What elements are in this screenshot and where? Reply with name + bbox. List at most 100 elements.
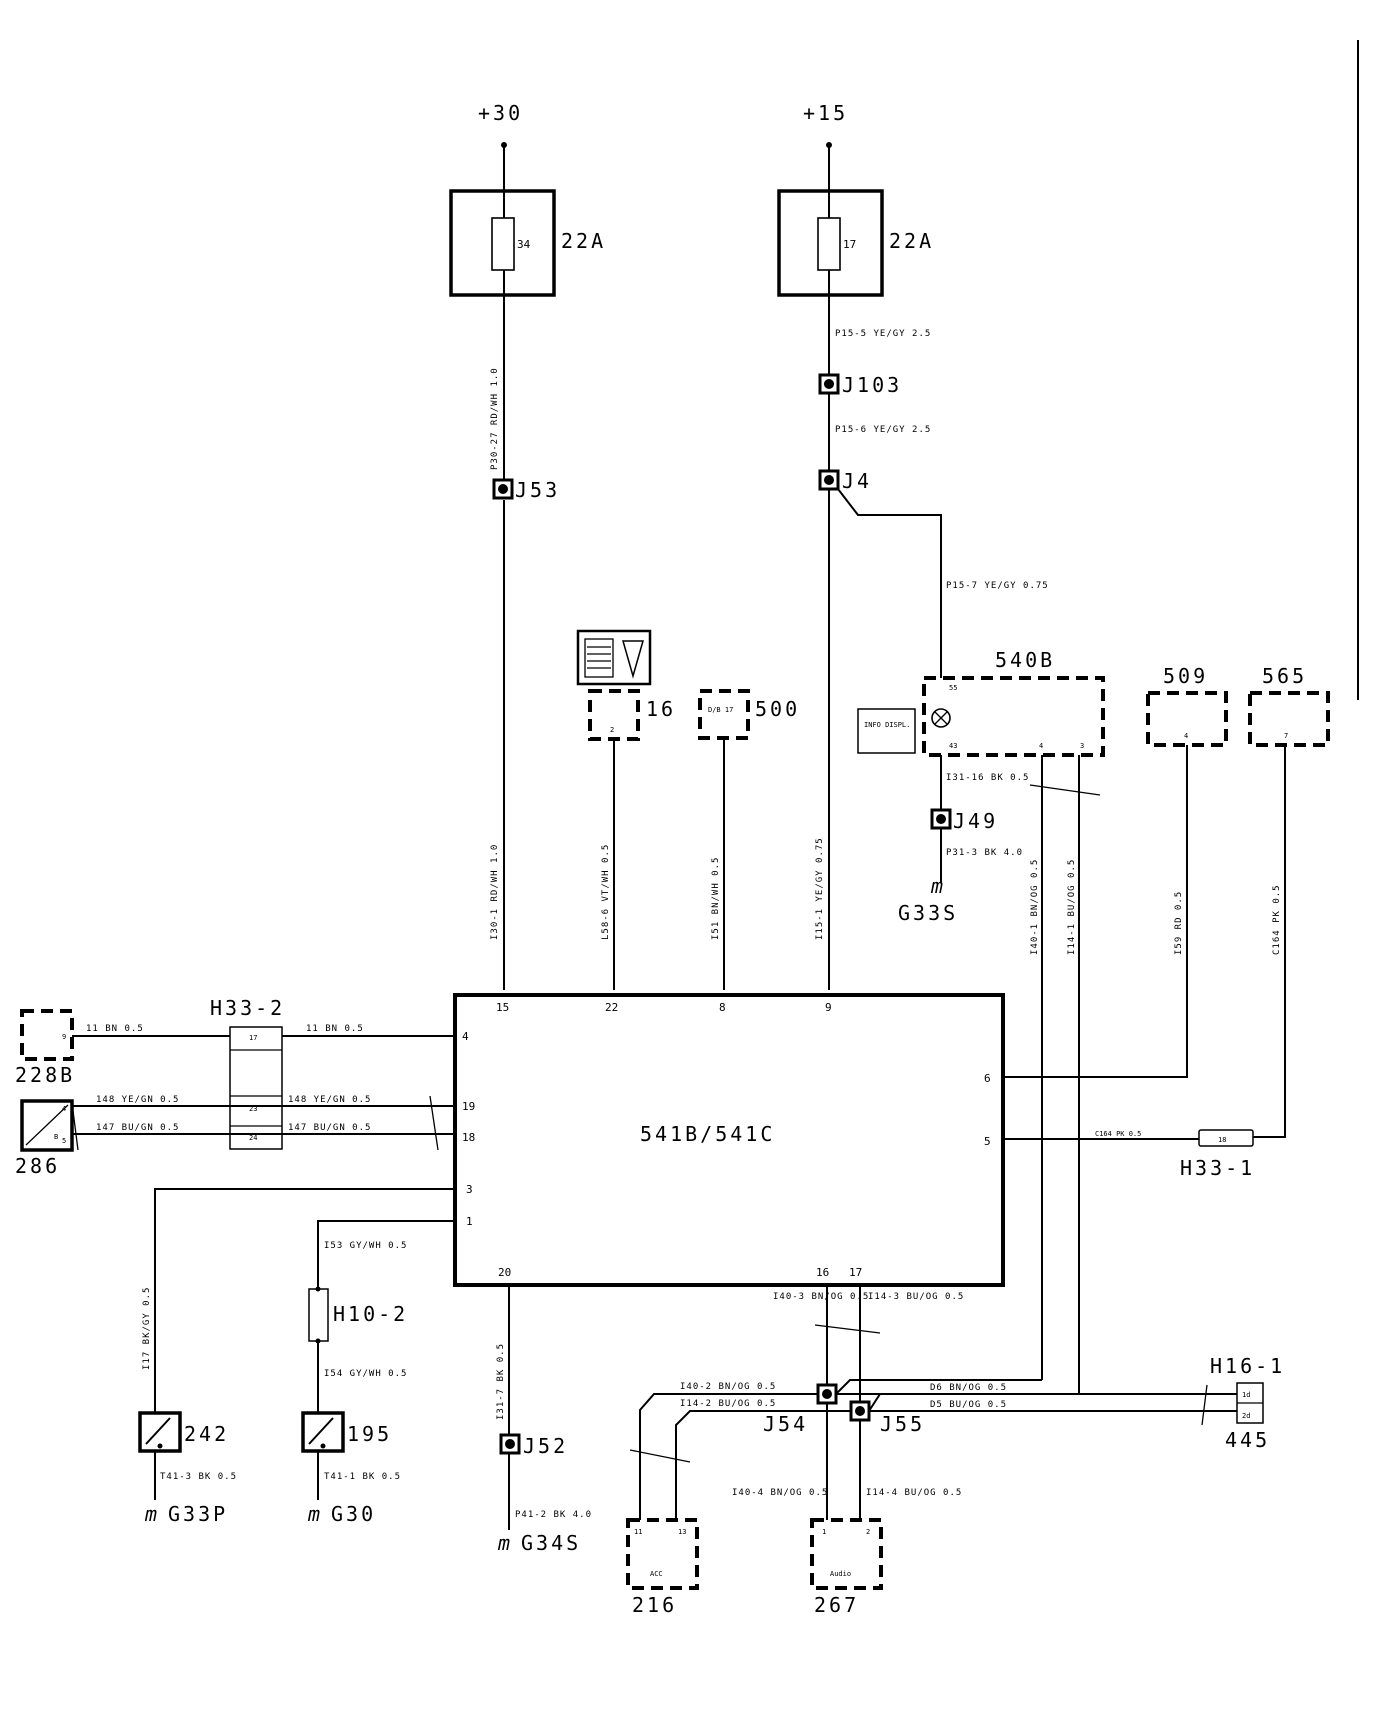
connector-h33-1-label: H33-1 xyxy=(1180,1156,1255,1180)
wire-label-c164: C164 PK 0.5 xyxy=(1272,884,1282,955)
splice-j49-label: J49 xyxy=(953,809,998,833)
wire-label-i40-3: I40-3 BN/OG 0.5 xyxy=(773,1292,869,1302)
fuse-left xyxy=(491,217,515,271)
svg-text:17: 17 xyxy=(849,1266,862,1279)
svg-text:4: 4 xyxy=(1184,732,1188,740)
component-445: H16-1 1d 2d 445 xyxy=(1210,1354,1285,1452)
connector-h10-2: H10-2 xyxy=(308,1286,408,1344)
supply-label-15: +15 xyxy=(803,101,848,125)
component-500-label: 500 xyxy=(755,697,800,721)
svg-text:22: 22 xyxy=(605,1001,618,1014)
component-228b: 9 228B xyxy=(15,1009,74,1087)
svg-text:20: 20 xyxy=(498,1266,511,1279)
ground-symbol-g34s: m xyxy=(497,1531,513,1555)
component-267-name: Audio xyxy=(830,1570,851,1578)
svg-text:7: 7 xyxy=(1284,732,1288,740)
svg-text:4: 4 xyxy=(462,1030,469,1043)
svg-text:18: 18 xyxy=(462,1131,475,1144)
component-509: 509 4 xyxy=(1146,664,1228,747)
svg-text:8: 8 xyxy=(719,1001,726,1014)
svg-text:9: 9 xyxy=(62,1033,66,1041)
svg-text:D/B 17: D/B 17 xyxy=(708,706,733,714)
svg-text:16: 16 xyxy=(816,1266,829,1279)
wire-label-147b: 147 BU/GN 0.5 xyxy=(288,1123,371,1133)
supply-label-30: +30 xyxy=(478,101,523,125)
ground-symbol-g30: m xyxy=(307,1502,323,1526)
splice-j55-label: J55 xyxy=(880,1412,925,1436)
splice-j4-label: J4 xyxy=(842,469,872,493)
wire-c164 xyxy=(1253,745,1286,1138)
svg-text:1d: 1d xyxy=(1242,1391,1250,1399)
splice-j53-label: J53 xyxy=(515,478,560,502)
splice-j54-label: J54 xyxy=(763,1412,808,1436)
ground-g33s-label: G33S xyxy=(898,901,958,925)
wire-label-p30-27: P30-27 RD/WH 1.0 xyxy=(490,367,500,470)
splice-j103-label: J103 xyxy=(842,373,902,397)
wire-p15-7 xyxy=(837,488,942,700)
wire-label-i31-16: I31-16 BK 0.5 xyxy=(946,773,1029,783)
svg-text:3: 3 xyxy=(466,1183,473,1196)
svg-text:6: 6 xyxy=(984,1072,991,1085)
wire-label-11b: 11 BN 0.5 xyxy=(306,1024,364,1034)
component-500: D/B 17 500 xyxy=(698,689,800,740)
svg-text:18: 18 xyxy=(1218,1136,1226,1144)
svg-text:1: 1 xyxy=(822,1528,826,1536)
svg-text:2d: 2d xyxy=(1242,1412,1250,1420)
fuse-left-rating: 22A xyxy=(561,229,606,253)
wire-label-d6: D6 BN/OG 0.5 xyxy=(930,1383,1007,1393)
wire-label-p15-6: P15-6 YE/GY 2.5 xyxy=(835,425,931,435)
svg-text:15: 15 xyxy=(496,1001,509,1014)
wire-i40-2 xyxy=(639,1393,818,1520)
wire-label-i14-3: I14-3 BU/OG 0.5 xyxy=(868,1292,964,1302)
ground-g34s-label: G34S xyxy=(521,1531,581,1555)
module-label: 541B/541C xyxy=(640,1122,775,1146)
wire-label-t41-1: T41-1 BK 0.5 xyxy=(324,1472,401,1482)
wire-label-148b: 148 YE/GN 0.5 xyxy=(288,1095,371,1105)
wire-label-i14-2: I14-2 BU/OG 0.5 xyxy=(680,1399,776,1409)
display-icon xyxy=(622,640,644,679)
component-540b: 540B INFO DISPL. 55 43 4 3 xyxy=(857,648,1105,757)
connector-h10-2-label: H10-2 xyxy=(333,1302,408,1326)
svg-text:2: 2 xyxy=(610,726,614,734)
splice-j52-label: J52 xyxy=(523,1434,568,1458)
component-540b-name: INFO DISPL. xyxy=(864,721,910,729)
svg-text:19: 19 xyxy=(462,1100,475,1113)
wire-i53 xyxy=(317,1220,455,1289)
component-445-label: 445 xyxy=(1225,1428,1270,1452)
svg-text:55: 55 xyxy=(949,684,957,692)
svg-text:1: 1 xyxy=(466,1215,473,1228)
component-509-label: 509 xyxy=(1163,664,1208,688)
connector-h33-2: H33-2 17 23 24 xyxy=(210,996,285,1150)
connector-h16-1-label: H16-1 xyxy=(1210,1354,1285,1378)
wire-label-p15-7: P15-7 YE/GY 0.75 xyxy=(946,581,1049,591)
wire-label-11a: 11 BN 0.5 xyxy=(86,1024,144,1034)
component-242-label: 242 xyxy=(184,1422,229,1446)
wire-label-l58-6: L58-6 VT/WH 0.5 xyxy=(601,844,611,940)
ground-g33p-label: G33P xyxy=(168,1502,228,1526)
wire-label-d5: D5 BU/OG 0.5 xyxy=(930,1400,1007,1410)
wire-i59 xyxy=(1000,745,1188,1078)
wire-label-i15-1: I15-1 YE/GY 0.75 xyxy=(815,837,825,940)
wire-label-148a: 148 YE/GN 0.5 xyxy=(96,1095,179,1105)
wire-label-i40-4: I40-4 BN/OG 0.5 xyxy=(732,1488,828,1498)
fuse-right-rating: 22A xyxy=(889,229,934,253)
component-267-label: 267 xyxy=(814,1593,859,1617)
component-286-label: 286 xyxy=(15,1154,60,1178)
wire-label-p15-5: P15-5 YE/GY 2.5 xyxy=(835,329,931,339)
svg-text:2: 2 xyxy=(866,1528,870,1536)
ground-g30-label: G30 xyxy=(331,1502,376,1526)
wire-label-i14-4: I14-4 BU/OG 0.5 xyxy=(866,1488,962,1498)
svg-text:13: 13 xyxy=(678,1528,686,1536)
wire-label-i30-1: I30-1 RD/WH 1.0 xyxy=(490,844,500,940)
svg-text:11: 11 xyxy=(634,1528,642,1536)
svg-text:23: 23 xyxy=(249,1105,257,1113)
component-267: 1 2 Audio 267 xyxy=(810,1518,883,1617)
fuse-right-number: 17 xyxy=(843,238,856,251)
connector-h33-2-label: H33-2 xyxy=(210,996,285,1020)
wire-label-147a: 147 BU/GN 0.5 xyxy=(96,1123,179,1133)
component-242: 242 xyxy=(138,1411,229,1453)
svg-text:B: B xyxy=(54,1133,58,1141)
wire-i14-2 xyxy=(675,1410,851,1520)
wire-i17 xyxy=(154,1188,455,1413)
